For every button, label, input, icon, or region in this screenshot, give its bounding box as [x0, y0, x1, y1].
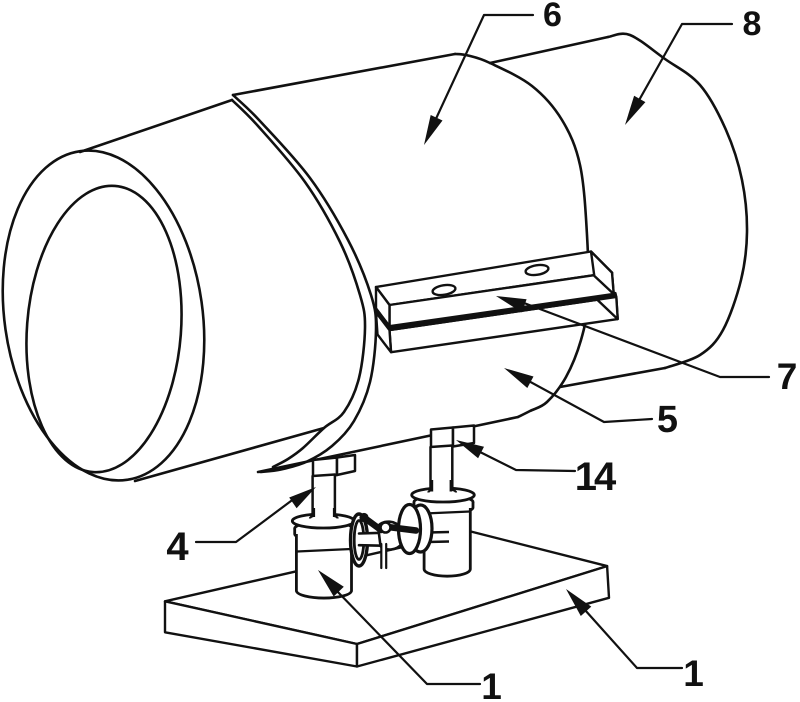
clamp-bottom-silhouette [256, 415, 520, 474]
pipe-end-bore [25, 184, 183, 474]
leader-14 [474, 448, 577, 473]
drum-assembly [1, 32, 749, 483]
leader-1a [333, 587, 482, 686]
label-7: 7 [777, 356, 798, 397]
label-4: 4 [166, 525, 189, 569]
label-6: 6 [543, 0, 562, 34]
clamp-top-silhouette [231, 52, 457, 97]
flange-joint [374, 250, 619, 354]
left-bracket-side [335, 453, 357, 477]
left-rod-lower-sides [312, 508, 336, 517]
label-5: 5 [657, 399, 678, 441]
valve-handle-right-bar [384, 523, 420, 534]
left-rod-lower [314, 508, 334, 518]
flange-bolt-hole-2 [524, 263, 550, 277]
left-cup-rim [296, 547, 352, 553]
pipe-end-outer [1, 149, 206, 482]
right-rod-lower [431, 480, 451, 492]
clamp-left-rim-outer [231, 93, 378, 474]
arrowhead-1a [318, 570, 344, 597]
arrowhead-1b [566, 589, 592, 616]
plate-front-right-face [355, 564, 611, 668]
leader-4 [194, 496, 297, 544]
valve-handle [359, 512, 420, 534]
label-1b: 1 [683, 653, 704, 694]
arrowheads [289, 95, 646, 616]
right-rod-lower-sides [430, 480, 453, 492]
label-8: 8 [743, 5, 762, 43]
drum-bottom-silhouette [558, 366, 667, 389]
valve-handle-left-knob [359, 512, 369, 523]
label-1a: 1 [481, 666, 502, 702]
leader-5 [523, 377, 654, 424]
arrowhead-5 [504, 368, 534, 388]
arrowhead-8 [625, 95, 646, 125]
leader-1b [583, 608, 684, 670]
flange-rend [589, 250, 615, 296]
valve-assembly [348, 512, 403, 570]
right-cup-rim [424, 510, 471, 515]
arrowhead-14 [456, 440, 484, 459]
flange-bolt-hole-1 [431, 283, 457, 297]
base-plate [163, 530, 611, 668]
flange-lend2 [374, 311, 393, 354]
drum-right-end-face [606, 32, 749, 370]
label-14: 14 [575, 455, 617, 499]
figure-labels: 6 8 7 5 14 4 1 1 [166, 0, 797, 702]
leader-lines [194, 13, 771, 686]
leader-6 [426, 13, 535, 138]
clamp-left-rim-inner [230, 98, 367, 469]
left-cup [295, 534, 353, 600]
pipe-top-silhouette [78, 98, 234, 154]
leader-7 [522, 301, 771, 379]
arrowhead-4 [289, 487, 316, 509]
leader-8 [627, 22, 734, 120]
valve-handle-hub [379, 521, 392, 534]
pipe-bottom-silhouette [133, 426, 326, 483]
drum-top-silhouette [488, 35, 610, 65]
right-damper [410, 424, 476, 578]
clamp-right-rim [453, 52, 590, 419]
arrowhead-7 [496, 296, 527, 313]
arrowhead-6 [424, 115, 443, 145]
valve-stem-lines [380, 542, 388, 570]
